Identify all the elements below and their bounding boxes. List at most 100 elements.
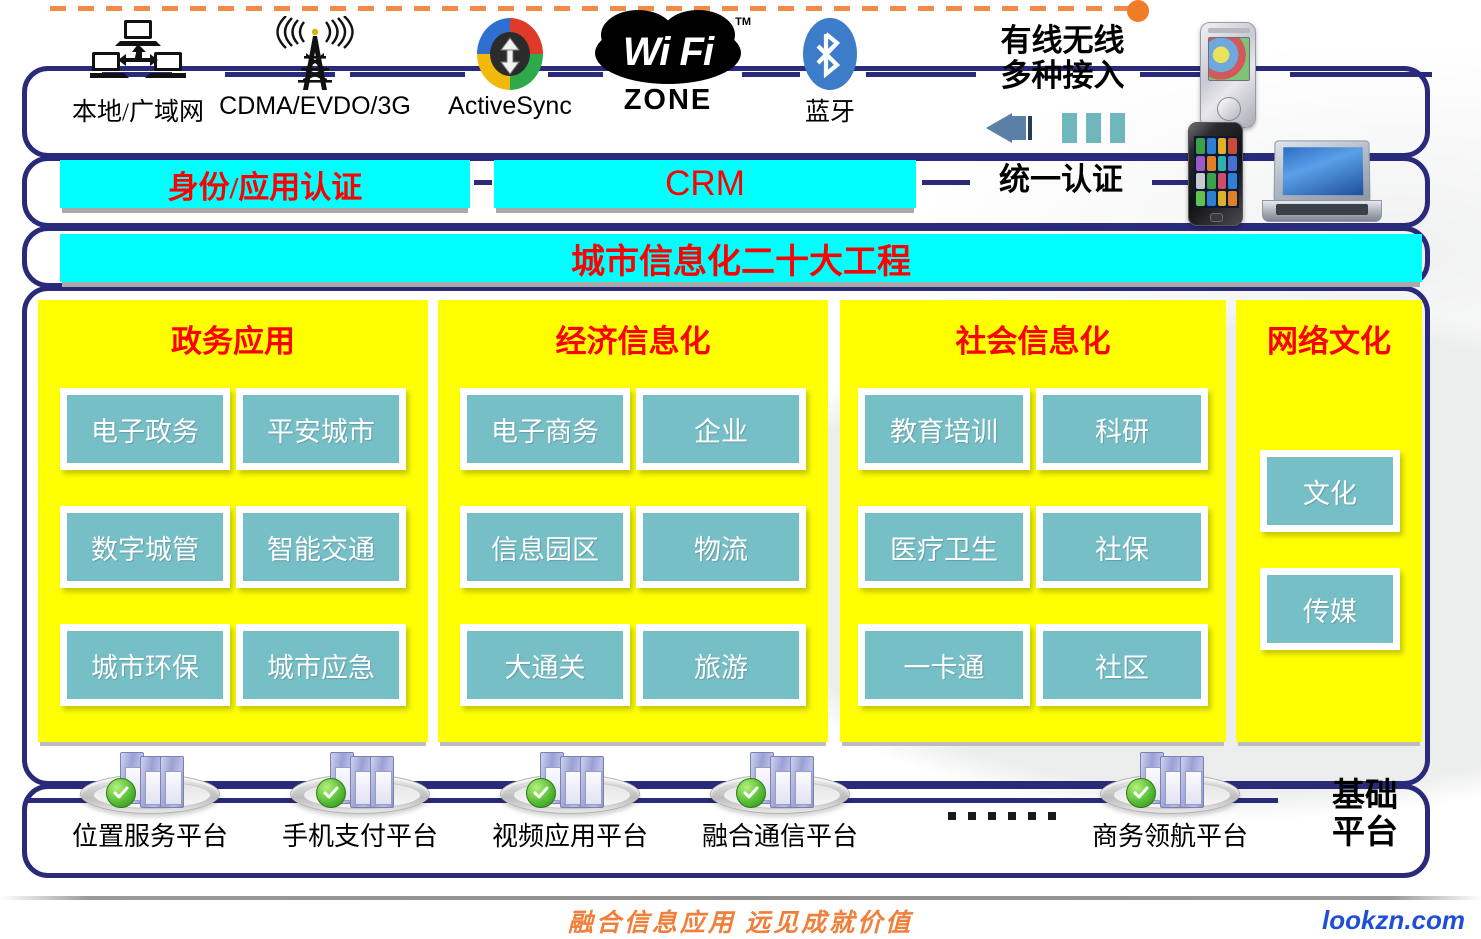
laptop-device-image: [1262, 140, 1382, 226]
domain-cell[interactable]: 文化: [1260, 450, 1400, 532]
connector-auth-3: [1152, 180, 1192, 185]
access-node-activesync[interactable]: ActiveSync: [440, 18, 580, 121]
dashed-rule-end-dot: [1127, 0, 1149, 22]
smartphone-device-image: [1188, 122, 1243, 226]
platform-item-label: 视频应用平台: [491, 822, 648, 851]
access-node-wifi[interactable]: Wi Fi TM ZONE: [595, 10, 751, 118]
access-node-lan[interactable]: 本地/广域网: [58, 18, 218, 128]
domain-cell[interactable]: 大通关: [460, 624, 630, 706]
status-check-icon: [316, 778, 346, 808]
domain-panel-economy-title: 经济信息化: [555, 324, 711, 359]
platform-item-label: 商务领航平台: [1091, 822, 1248, 851]
crm-box[interactable]: CRM: [494, 160, 916, 208]
domain-cell-label: 科研: [1095, 416, 1149, 447]
domain-cell[interactable]: 医疗卫生: [858, 506, 1030, 588]
domain-cell-label: 旅游: [694, 652, 748, 683]
wifi-zone-icon: Wi Fi TM ZONE: [595, 10, 751, 118]
access-note-line1: 有线无线: [1000, 23, 1125, 58]
unified-auth-note-text: 统一认证: [999, 162, 1123, 197]
platform-note-line2: 平台: [1332, 814, 1398, 851]
platform-disc: [490, 752, 650, 814]
connector-access-6: [866, 72, 976, 77]
domain-cell[interactable]: 物流: [636, 506, 806, 588]
footer-brand[interactable]: lookzn.com: [1321, 905, 1465, 935]
platform-item-bizpilot[interactable]: 商务领航平台: [1090, 752, 1250, 853]
platform-disc: [700, 752, 860, 814]
platform-ellipsis: [948, 812, 1056, 820]
domain-cell[interactable]: 数字城管: [60, 506, 230, 588]
domain-cell-label: 传媒: [1303, 596, 1357, 627]
access-note: 有线无线 多种接入: [980, 23, 1145, 93]
domain-cell-label: 社保: [1095, 534, 1149, 565]
domain-cell[interactable]: 教育培训: [858, 388, 1030, 470]
domain-cell[interactable]: 社保: [1036, 506, 1208, 588]
pda-device-image: [1200, 22, 1256, 128]
connector-platform-bus: [26, 798, 1278, 803]
platform-disc: [70, 752, 230, 814]
status-check-icon: [526, 778, 556, 808]
footer-slogan: 融合信息应用 远见成就价值: [567, 910, 914, 937]
access-note-line2: 多种接入: [1000, 57, 1125, 93]
domain-panel-netculture: 网络文化 文化 传媒: [1236, 300, 1422, 742]
access-node-cellular[interactable]: CDMA/EVDO/3G: [210, 16, 420, 121]
domain-cell-label: 数字城管: [91, 534, 199, 565]
domain-cell-label: 社区: [1095, 652, 1149, 683]
platform-item-mobilepay[interactable]: 手机支付平台: [280, 752, 440, 853]
platform-item-location[interactable]: 位置服务平台: [70, 752, 230, 853]
domain-cell[interactable]: 电子政务: [60, 388, 230, 470]
wifi-zone-text: ZONE: [623, 84, 713, 116]
status-check-icon: [1126, 778, 1156, 808]
domain-cell[interactable]: 社区: [1036, 624, 1208, 706]
access-node-cellular-label: CDMA/EVDO/3G: [219, 92, 411, 120]
domain-cell[interactable]: 电子商务: [460, 388, 630, 470]
domain-cell-label: 城市环保: [91, 652, 199, 683]
bluetooth-icon: [790, 18, 870, 90]
domain-cell[interactable]: 城市应急: [236, 624, 406, 706]
domain-cell[interactable]: 智能交通: [236, 506, 406, 588]
program-layer-label: 城市信息化二十大工程: [571, 243, 911, 281]
access-node-lan-label: 本地/广域网: [72, 99, 204, 126]
computers-network-icon: [58, 18, 218, 90]
domain-cell[interactable]: 一卡通: [858, 624, 1030, 706]
platform-disc: [280, 752, 440, 814]
identity-auth-box[interactable]: 身份/应用认证: [60, 160, 470, 208]
domain-panel-government: 政务应用 电子政务 平安城市 数字城管 智能交通 城市环保 城市应急: [38, 300, 428, 742]
platform-item-video[interactable]: 视频应用平台: [490, 752, 650, 853]
status-check-icon: [106, 778, 136, 808]
domain-cell[interactable]: 传媒: [1260, 568, 1400, 650]
connector-access-1: [102, 72, 172, 77]
domain-panel-society-title: 社会信息化: [955, 324, 1111, 359]
access-node-activesync-label: ActiveSync: [448, 92, 572, 120]
platform-item-unifiedcomm[interactable]: 融合通信平台: [700, 752, 860, 853]
program-layer-box[interactable]: 城市信息化二十大工程: [60, 234, 1422, 282]
identity-auth-label: 身份/应用认证: [167, 169, 363, 205]
domain-cell-label: 信息园区: [491, 534, 599, 565]
access-node-bluetooth[interactable]: 蓝牙: [790, 18, 870, 128]
domain-cell-label: 平安城市: [267, 416, 375, 447]
domain-cell-label: 医疗卫生: [890, 534, 998, 565]
platform-note-line1: 基础: [1332, 778, 1398, 814]
connector-auth-1: [474, 180, 492, 185]
domain-cell[interactable]: 信息园区: [460, 506, 630, 588]
wifi-tm-mark: TM: [735, 16, 751, 28]
domain-panel-society: 社会信息化 教育培训 科研 医疗卫生 社保 一卡通 社区: [840, 300, 1226, 742]
domain-cell[interactable]: 企业: [636, 388, 806, 470]
platform-item-label: 融合通信平台: [701, 822, 858, 851]
connector-access-8: [1290, 72, 1432, 77]
platform-item-label: 手机支付平台: [281, 822, 438, 851]
domain-cell[interactable]: 城市环保: [60, 624, 230, 706]
domain-cell-label: 城市应急: [267, 652, 375, 683]
domain-cell-label: 物流: [694, 534, 748, 565]
unified-auth-note: 统一认证: [976, 162, 1146, 198]
footer-divider: [0, 896, 1481, 900]
domain-cell-label: 智能交通: [267, 534, 375, 565]
connector-access-3: [350, 72, 465, 77]
platform-disc: [1090, 752, 1250, 814]
radio-tower-icon: [210, 16, 420, 90]
domain-cell[interactable]: 平安城市: [236, 388, 406, 470]
domain-panel-netculture-title: 网络文化: [1267, 324, 1391, 359]
domain-cell-label: 电子政务: [91, 416, 199, 447]
domain-cell[interactable]: 科研: [1036, 388, 1208, 470]
connector-access-7: [1140, 72, 1200, 77]
domain-cell[interactable]: 旅游: [636, 624, 806, 706]
